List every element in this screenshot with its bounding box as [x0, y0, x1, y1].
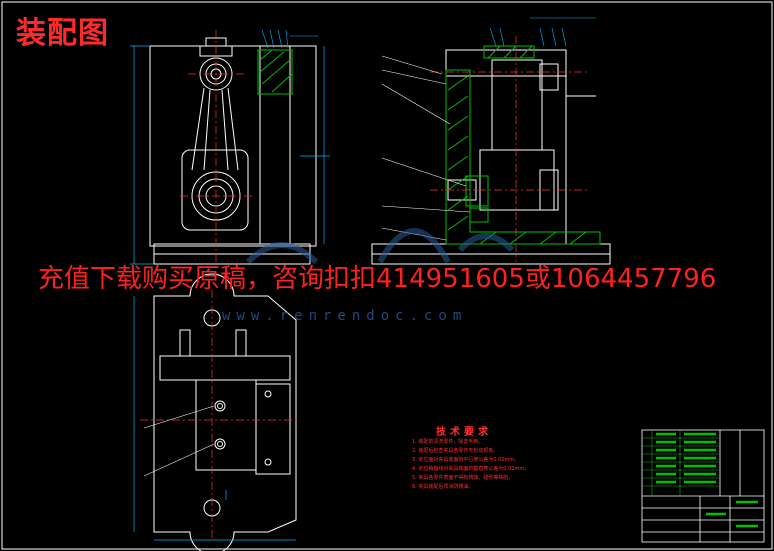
- side-view: [371, 49, 611, 265]
- top-view-outline: [153, 273, 297, 551]
- top-view: [153, 273, 297, 551]
- list-item: 2. 装配后检查夹具各零件无松动现象。: [412, 448, 499, 454]
- front-view: [149, 37, 317, 265]
- top-dimensions: [133, 296, 296, 541]
- front-dimensions: [130, 45, 330, 265]
- top-leaders: [143, 405, 215, 477]
- front-leaders: [261, 29, 318, 49]
- watermark-logo: [245, 228, 515, 265]
- list-item: 5. 夹具各零件表面不得有锈蚀、碰伤等缺陷。: [412, 475, 514, 481]
- list-item: 6. 夹具装配后须涂防锈油。: [412, 484, 474, 490]
- top-centerlines: [140, 290, 300, 540]
- side-body-hatch: [445, 45, 601, 245]
- big-end: [181, 149, 249, 231]
- front-clamp-hatch: [257, 49, 293, 95]
- list-item: 4. 定位销轴线对夹具底面的垂直度公差为0.02mm。: [412, 466, 530, 472]
- watermark-text: www.renrendoc.com: [222, 308, 468, 324]
- side-leaders-top: [489, 17, 596, 47]
- front-centerlines: [180, 30, 252, 262]
- tech-requirements-list: 1. 装配前清洗零件，除去毛刺。 2. 装配后检查夹具各零件无松动现象。 3. …: [412, 438, 529, 492]
- side-centerlines: [430, 36, 590, 262]
- title-block-rows: [642, 430, 720, 496]
- page-title: 装配图: [16, 16, 109, 51]
- tech-requirements-title: 技术要求: [436, 427, 492, 438]
- purchase-banner: 充值下载购买原稿，咨询扣扣414951605或1064457796: [38, 264, 717, 294]
- title-block-cells: [656, 432, 758, 528]
- list-item: 1. 装配前清洗零件，除去毛刺。: [412, 439, 484, 445]
- list-item: 3. 定位面对夹具底面的平行度公差为0.02mm。: [412, 457, 520, 463]
- fixture-body: [149, 45, 317, 247]
